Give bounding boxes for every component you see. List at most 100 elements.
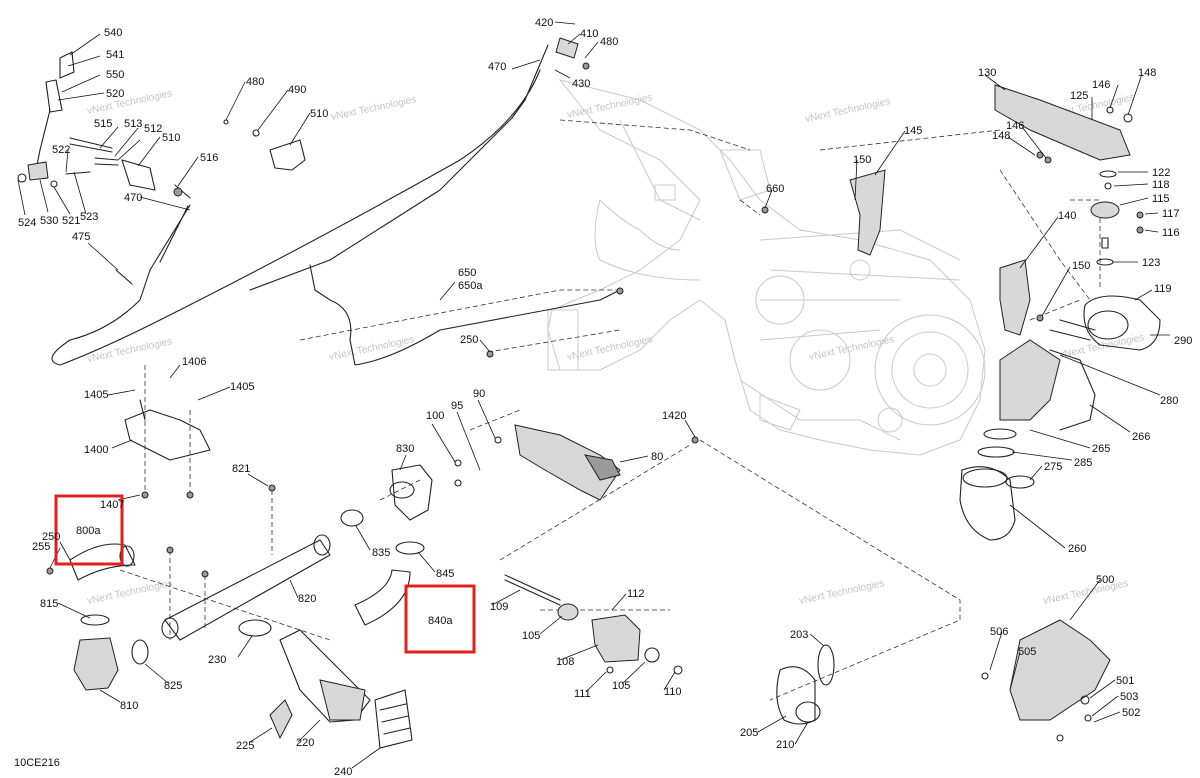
part-label[interactable]: 1407 (100, 499, 124, 511)
part-label[interactable]: 145 (904, 125, 922, 137)
part-label[interactable]: 125 (1070, 90, 1088, 102)
part-label[interactable]: 225 (236, 740, 254, 752)
part-label[interactable]: 1405 (230, 381, 254, 393)
part-label[interactable]: 512 (144, 123, 162, 135)
part-label[interactable]: 110 (664, 686, 682, 698)
part-label[interactable]: 146 (1092, 79, 1110, 91)
part-label[interactable]: 475 (72, 231, 90, 243)
part-label[interactable]: 230 (208, 654, 226, 666)
highlight-boxes (54, 494, 476, 654)
part-label[interactable]: 825 (164, 680, 182, 692)
part-label[interactable]: 122 (1152, 167, 1170, 179)
part-label[interactable]: 540 (104, 27, 122, 39)
part-label[interactable]: 117 (1162, 208, 1180, 220)
part-label[interactable]: 111 (574, 688, 591, 700)
part-label[interactable]: 280 (1160, 395, 1178, 407)
part-label[interactable]: 660 (766, 183, 784, 195)
part-label[interactable]: 490 (288, 84, 306, 96)
part-label[interactable]: 502 (1122, 707, 1140, 719)
part-label[interactable]: 266 (1132, 431, 1150, 443)
part-label[interactable]: 516 (200, 152, 218, 164)
part-label[interactable]: 119 (1154, 283, 1172, 295)
part-label[interactable]: 109 (490, 601, 508, 613)
part-label[interactable]: 108 (556, 656, 574, 668)
part-label[interactable]: 105 (522, 630, 540, 642)
part-label[interactable]: 506 (990, 626, 1008, 638)
part-label[interactable]: 285 (1074, 457, 1092, 469)
part-label[interactable]: 500 (1096, 574, 1114, 586)
part-label[interactable]: 510 (162, 132, 180, 144)
part-label[interactable]: 830 (396, 443, 414, 455)
part-label[interactable]: 148 (992, 130, 1010, 142)
part-label[interactable]: 146 (1006, 120, 1024, 132)
part-label[interactable]: 480 (600, 36, 618, 48)
part-label[interactable]: 835 (372, 547, 390, 559)
part-label[interactable]: 810 (120, 700, 138, 712)
part-label[interactable]: 80 (651, 451, 663, 463)
part-label[interactable]: 503 (1120, 691, 1138, 703)
part-label[interactable]: 515 (94, 118, 112, 130)
parts (17, 37, 1161, 749)
watermark: vNext Technologies (566, 334, 653, 363)
part-label[interactable]: 480 (246, 76, 264, 88)
part-label[interactable]: 821 (232, 463, 250, 475)
part-label[interactable]: 510 (310, 108, 328, 120)
part-label[interactable]: 100 (426, 410, 444, 422)
part-label[interactable]: 90 (473, 388, 485, 400)
part-label[interactable]: 550 (106, 69, 124, 81)
part-label[interactable]: 1420 (662, 410, 686, 422)
part-label[interactable]: 290 (1174, 335, 1192, 347)
part-label[interactable]: 130 (978, 67, 996, 79)
part-label[interactable]: 210 (776, 739, 794, 751)
part-label[interactable]: 205 (740, 727, 758, 739)
part-label[interactable]: 650 (458, 267, 476, 279)
part-label[interactable]: 148 (1138, 67, 1156, 79)
part-label[interactable]: 840a (428, 615, 453, 627)
part-label[interactable]: 522 (52, 144, 70, 156)
part-label[interactable]: 513 (124, 118, 142, 130)
part-label[interactable]: 118 (1152, 179, 1170, 191)
part-label[interactable]: 116 (1162, 227, 1180, 239)
part-label[interactable]: 524 (18, 217, 36, 229)
part-label[interactable]: 95 (451, 400, 463, 412)
part-label[interactable]: 250 (42, 531, 60, 543)
part-label[interactable]: 203 (790, 629, 808, 641)
part-label[interactable]: 105 (612, 680, 630, 692)
part-label[interactable]: 430 (572, 78, 590, 90)
part-label[interactable]: 530 (40, 215, 58, 227)
part-label[interactable]: 470 (488, 61, 506, 73)
part-label[interactable]: 845 (436, 568, 454, 580)
part-label[interactable]: 523 (80, 211, 98, 223)
part-label[interactable]: 520 (106, 88, 124, 100)
part-label[interactable]: 1406 (182, 356, 206, 368)
part-label[interactable]: 255 (32, 541, 50, 553)
part-label[interactable]: 820 (298, 593, 316, 605)
part-label[interactable]: 123 (1142, 257, 1160, 269)
part-label[interactable]: 150 (1072, 260, 1090, 272)
part-label[interactable]: 150 (853, 154, 871, 166)
part-label[interactable]: 800a (76, 525, 101, 537)
diagram-code: 10CE216 (14, 757, 60, 769)
part-label[interactable]: 815 (40, 598, 58, 610)
part-label[interactable]: 650a (458, 280, 483, 292)
part-label[interactable]: 1405 (84, 389, 108, 401)
part-label[interactable]: 275 (1044, 461, 1062, 473)
watermark: vNext Technologies (86, 336, 173, 365)
part-label[interactable]: 260 (1068, 543, 1086, 555)
part-label[interactable]: 265 (1092, 443, 1110, 455)
part-label[interactable]: 420 (535, 17, 553, 29)
part-label[interactable]: 521 (62, 215, 80, 227)
part-label[interactable]: 240 (334, 766, 352, 778)
part-label[interactable]: 410 (580, 28, 598, 40)
part-label[interactable]: 501 (1116, 675, 1134, 687)
part-label[interactable]: 112 (627, 588, 645, 600)
part-label[interactable]: 470 (124, 192, 142, 204)
part-label[interactable]: 541 (106, 49, 124, 61)
part-label[interactable]: 250 (460, 334, 478, 346)
part-label[interactable]: 115 (1152, 193, 1170, 205)
part-label[interactable]: 1400 (84, 444, 108, 456)
part-label[interactable]: 140 (1058, 210, 1076, 222)
part-label[interactable]: 505 (1018, 646, 1036, 658)
part-label[interactable]: 220 (296, 737, 314, 749)
highlight-box-800a (54, 494, 124, 566)
